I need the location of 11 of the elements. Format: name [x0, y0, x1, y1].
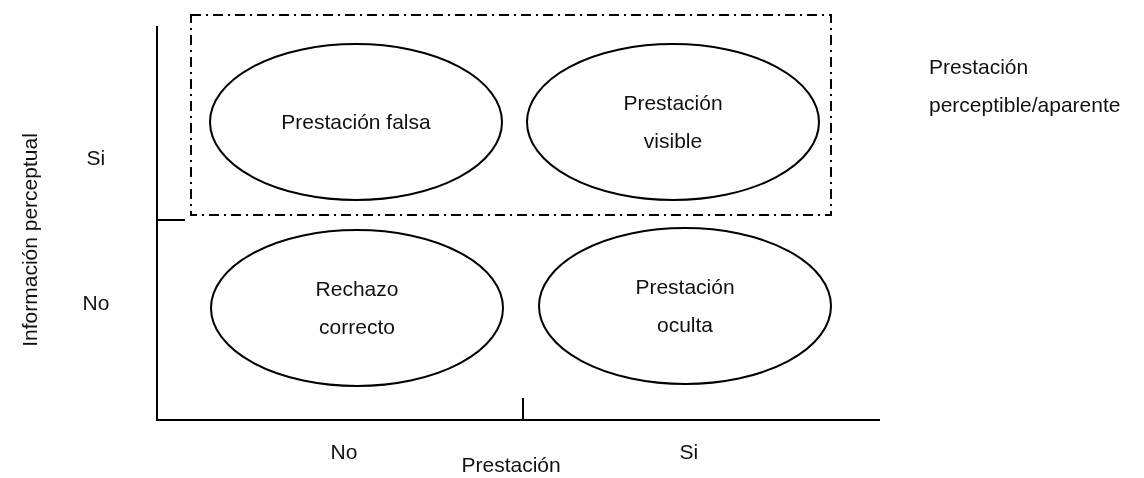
axis-value: Si	[86, 146, 106, 170]
category-label: Prestación visible	[622, 90, 724, 154]
axis-title: Prestación	[461, 453, 561, 477]
group-heading: Prestación perceptible/aparente	[929, 54, 1122, 118]
axis-title: Información perceptual	[17, 133, 42, 347]
axis-value: Si	[679, 440, 699, 464]
category-label: Prestación oculta	[634, 274, 736, 338]
axis-value: No	[82, 291, 110, 315]
category-label: Rechazo correcto	[314, 276, 400, 340]
axis-value: No	[330, 440, 358, 464]
category-label: Prestación falsa	[280, 109, 432, 135]
